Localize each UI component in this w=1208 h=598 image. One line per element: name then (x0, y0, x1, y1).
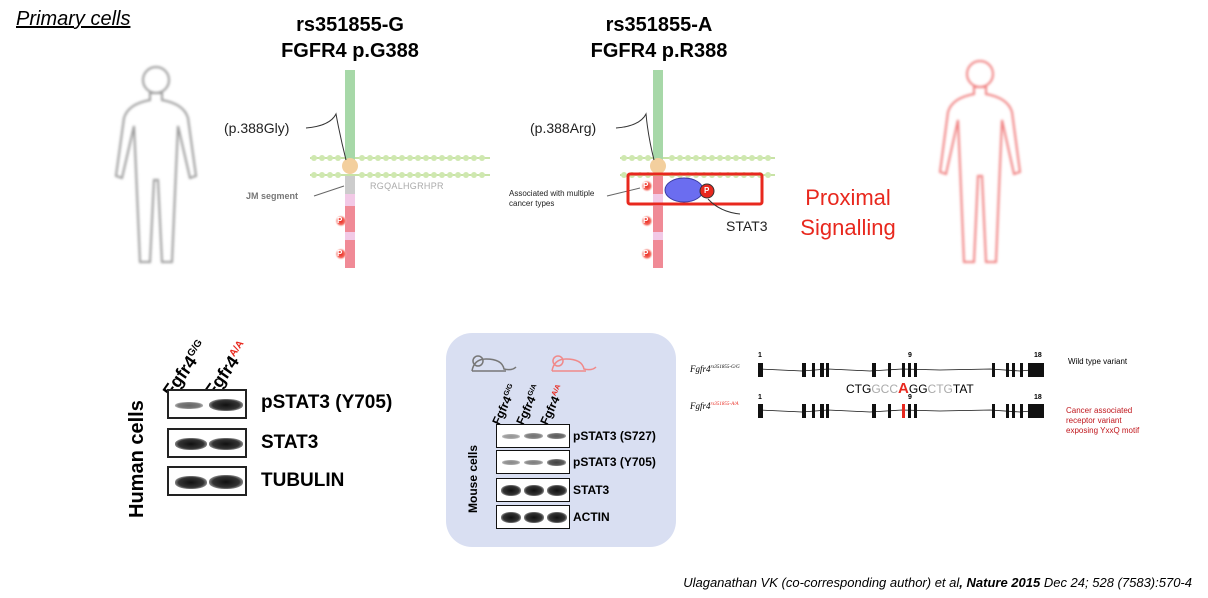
exon-label: 18 (1034, 352, 1042, 359)
mouse-blot-panel: Fgfr4G/G Fgfr4G/A Fgfr4A/A Mouse cells p… (446, 333, 676, 547)
citation: Ulaganathan VK (co-corresponding author)… (683, 575, 1192, 590)
exon-label: 1 (758, 394, 762, 401)
gene-track-wt (758, 363, 1044, 377)
stat3-protein (664, 177, 704, 203)
phospho-label: P (643, 216, 649, 225)
exon-label: 1 (758, 352, 762, 359)
human-silhouette-grey (114, 66, 198, 263)
residue-label-arg: (p.388Arg) (530, 120, 597, 136)
human-blot-row-tubulin (167, 466, 247, 496)
variant-g-rs: rs351855-G (296, 14, 404, 36)
mouse-icons (471, 355, 597, 372)
cancer-variant-note: Cancer associated receptor variant expos… (1066, 406, 1140, 435)
exon-label: 9 (908, 352, 912, 359)
stat3-phospho-label: P (704, 186, 710, 195)
receptor-left (305, 70, 358, 268)
residue-label-gly: (p.388Gly) (224, 120, 290, 136)
proximal-line-2: Signalling (800, 215, 896, 240)
cancer-note: Associated with multiple cancer types (509, 189, 595, 208)
membrane-left (310, 155, 490, 178)
receptor-diagram (114, 60, 1022, 268)
phospho-label: P (337, 249, 343, 258)
variant-g-protein: FGFR4 p.G388 (281, 40, 419, 62)
mutation-sequence: CTGGCCAGGCTGTAT (846, 380, 974, 397)
stat3-label: STAT3 (726, 218, 768, 234)
proximal-signalling-box (626, 172, 764, 206)
mouse-cells-label: Mouse cells (466, 444, 480, 513)
allele-ca-label: Fgfr4rs351855-A/A (690, 401, 739, 411)
variant-a-heading: rs351855-A FGFR4 p.R388 (579, 12, 739, 64)
page-title: Primary cells (16, 8, 131, 30)
variant-a-rs: rs351855-A (605, 14, 713, 36)
variant-a-protein: FGFR4 p.R388 (590, 40, 728, 62)
variant-g-heading: rs351855-G FGFR4 p.G388 (270, 12, 430, 64)
phospho-label: P (337, 216, 343, 225)
wild-type-note: Wild type variant (1068, 357, 1128, 366)
allele-wt-label: Fgfr4rs351855-G/G (690, 364, 740, 374)
jm-sequence: RGQALHGRHPR (370, 181, 444, 191)
mouse-row-label: ACTIN (573, 510, 610, 524)
mouse-row-label: pSTAT3 (Y705) (573, 455, 656, 469)
mouse-blot-row-stat3 (496, 478, 570, 502)
human-cells-label: Human cells (126, 400, 148, 518)
human-row-label: STAT3 (261, 432, 319, 453)
mouse-blot-row-s727 (496, 424, 570, 448)
phospho-label: P (643, 249, 649, 258)
exon-label: 18 (1034, 394, 1042, 401)
mouse-blot-row-actin (496, 505, 570, 529)
mouse-row-label: STAT3 (573, 483, 610, 497)
gene-track-ca (758, 404, 1044, 418)
mouse-icon-red (551, 355, 597, 372)
jm-segment-label: JM segment (246, 191, 299, 201)
exon-label: 9 (908, 394, 912, 401)
proximal-signalling-label: Proximal Signalling (788, 183, 908, 243)
human-row-label: pSTAT3 (Y705) (261, 392, 393, 413)
mouse-blot-row-y705 (496, 450, 570, 474)
human-blot-row-stat3 (167, 428, 247, 458)
proximal-line-1: Proximal (805, 185, 891, 210)
gene-structure (758, 363, 1044, 418)
human-row-label: TUBULIN (261, 470, 345, 491)
phospho-markers (335, 180, 653, 260)
receptor-right (606, 70, 764, 268)
human-blot-row-pstat3 (167, 389, 247, 419)
phospho-label: P (643, 181, 649, 190)
mouse-row-label: pSTAT3 (S727) (573, 429, 656, 443)
human-blot: Human cells Fgfr4G/G Fgfr4A/A pSTAT3 (Y7… (120, 320, 420, 518)
human-silhouette-red (938, 60, 1022, 263)
mouse-icon-grey (471, 355, 517, 372)
